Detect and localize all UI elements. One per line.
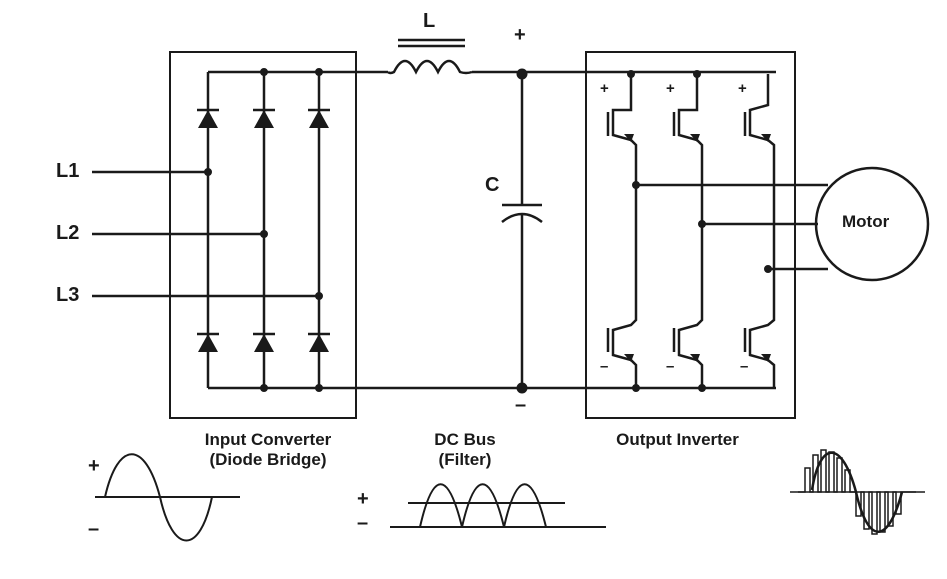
diode-upper-2 bbox=[253, 108, 275, 128]
igbt-plus-3: + bbox=[738, 80, 747, 97]
pwm-output-waveform bbox=[790, 449, 925, 535]
dcbus-wave-minus: – bbox=[357, 512, 369, 534]
diode-upper-1 bbox=[197, 108, 219, 128]
igbt-arrows bbox=[624, 134, 771, 362]
input-converter-title-text: Input Converter bbox=[204, 430, 332, 449]
diodes bbox=[197, 108, 330, 352]
diode-upper-3 bbox=[308, 108, 330, 128]
igbt-minus-2: – bbox=[666, 358, 675, 375]
input-converter-subtitle: (Diode Bridge) bbox=[209, 450, 327, 469]
dcbus-rectified-waveform bbox=[390, 483, 606, 528]
junction-dots bbox=[204, 68, 772, 394]
dc-bus-subtitle: (Filter) bbox=[438, 450, 492, 469]
igbt-plus-1: + bbox=[600, 80, 609, 97]
igbt-minus-3: – bbox=[740, 358, 749, 375]
dc-bus-title-text: DC Bus bbox=[434, 430, 496, 449]
diode-lower-3 bbox=[308, 332, 330, 352]
motor-circle bbox=[814, 166, 930, 282]
input-wave-plus: + bbox=[88, 455, 100, 477]
inductor-label: L bbox=[423, 10, 436, 32]
dc-bus-plus-label: + bbox=[514, 24, 526, 46]
line-label-l2: L2 bbox=[56, 222, 80, 244]
input-converter-title: Input Converter (Diode Bridge) bbox=[178, 430, 358, 470]
output-inverter-box bbox=[585, 51, 796, 419]
input-wave-minus: – bbox=[88, 518, 100, 540]
capacitor bbox=[501, 74, 543, 388]
diode-lower-2 bbox=[253, 332, 275, 352]
output-inverter-title: Output Inverter bbox=[616, 430, 739, 449]
motor-label: Motor bbox=[842, 212, 890, 231]
igbt-plus-2: + bbox=[666, 80, 675, 97]
dcbus-wave-plus: + bbox=[357, 488, 369, 510]
diode-lower-1 bbox=[197, 332, 219, 352]
line-label-l3: L3 bbox=[56, 284, 80, 306]
igbt-minus-1: – bbox=[600, 358, 609, 375]
capacitor-label: C bbox=[485, 174, 500, 196]
inductor bbox=[387, 38, 776, 75]
dc-bus-minus-label: – bbox=[515, 394, 527, 416]
dc-bus-title: DC Bus (Filter) bbox=[410, 430, 520, 470]
input-sine-waveform bbox=[95, 453, 240, 542]
line-label-l1: L1 bbox=[56, 160, 80, 182]
